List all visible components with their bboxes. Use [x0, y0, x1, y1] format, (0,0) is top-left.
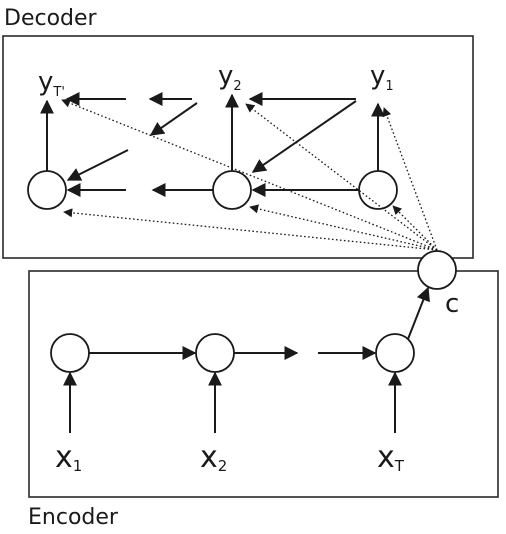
svg-text:y1: y1: [370, 61, 394, 94]
encoder-input-x1: x1: [55, 440, 82, 475]
dotted-c-to-node2: [249, 204, 438, 251]
decoder-box: [2, 35, 474, 259]
arrow-encT-to-context: [407, 286, 430, 340]
dotted-c-to-y1: [382, 107, 438, 251]
encoder-input-x2: x2: [200, 440, 227, 475]
svg-text:yT': yT': [38, 67, 65, 100]
decoder-node-T: [27, 170, 67, 210]
decoder-node-1: [358, 170, 398, 210]
context-label: c: [445, 289, 459, 319]
encoder-box: [28, 270, 499, 498]
decoder-node-2: [212, 170, 252, 210]
dotted-c-to-node1: [392, 205, 438, 251]
decoder-output-yT: yT': [38, 67, 65, 100]
encoder-title: Encoder: [28, 505, 119, 530]
decoder-title: Decoder: [4, 6, 98, 31]
context-node: [417, 250, 457, 290]
arrow-y2-diagonal: [149, 102, 198, 136]
encoder-node-1: [50, 333, 90, 373]
encoder-input-xT: xT: [377, 440, 405, 475]
svg-text:y2: y2: [218, 61, 242, 94]
dotted-c-to-nodeT: [63, 208, 438, 251]
svg-text:x2: x2: [200, 440, 227, 475]
dotted-c-to-y2: [245, 103, 438, 251]
encoder-node-T: [375, 333, 415, 373]
dotted-c-to-yT: [61, 98, 438, 251]
arrow-diagonal-to-nodeT: [66, 149, 129, 181]
decoder-output-y2: y2: [218, 61, 242, 94]
arrow-y1-to-node2: [251, 100, 357, 173]
svg-text:x1: x1: [55, 440, 82, 475]
decoder-output-y1: y1: [370, 61, 394, 94]
encoder-node-2: [195, 333, 235, 373]
svg-text:xT: xT: [377, 440, 405, 475]
